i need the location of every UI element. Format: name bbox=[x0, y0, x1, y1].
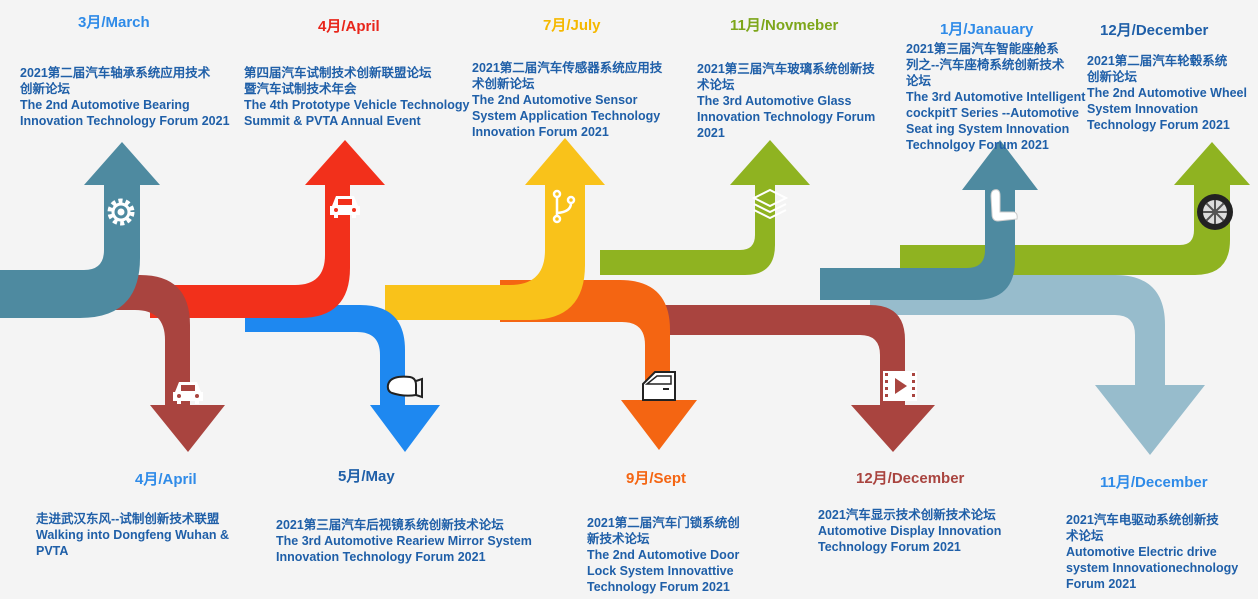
desc-line: Technolgoy Forum 2021 bbox=[906, 138, 1049, 152]
desc-line: The 2nd Automotive Wheel bbox=[1087, 86, 1247, 100]
month-label: 11月/December bbox=[1100, 474, 1208, 491]
month-label: 4月/April bbox=[318, 18, 380, 35]
desc-line: 2021汽车显示技术创新技术论坛 bbox=[818, 508, 996, 522]
door-icon bbox=[642, 371, 676, 401]
gear-icon bbox=[107, 198, 135, 226]
desc-line: Automotive Electric drive bbox=[1066, 545, 1217, 559]
desc-line: 术论坛 bbox=[1066, 529, 1104, 543]
desc-line: The 3rd Automotive Reariew Mirror System bbox=[276, 534, 532, 548]
month-label: 12月/December bbox=[856, 470, 965, 487]
event-description: 2021第二届汽车轮毂系统 创新论坛 The 2nd Automotive Wh… bbox=[1087, 53, 1247, 133]
desc-line: 走进武汉东风--试制创新技术联盟 bbox=[36, 512, 220, 526]
desc-line: 2021第三届汽车玻璃系统创新技 bbox=[697, 62, 875, 76]
arrow-mirror bbox=[245, 305, 440, 452]
arrow-bearing bbox=[0, 142, 160, 318]
desc-line: Innovation Technology Forum 2021 bbox=[20, 114, 230, 128]
wheel-icon bbox=[1197, 194, 1233, 230]
desc-line: The 2nd Automotive Door bbox=[587, 548, 740, 562]
desc-line: 第四届汽车试制技术创新联盟论坛 bbox=[244, 66, 432, 80]
event-description: 走进武汉东风--试制创新技术联盟 Walking into Dongfeng W… bbox=[36, 511, 229, 559]
desc-line: The 4th Prototype Vehicle Technology bbox=[244, 98, 470, 112]
arrow-door bbox=[500, 280, 697, 450]
desc-line: Technology Forum 2021 bbox=[1087, 118, 1230, 132]
desc-line: 2021第二届汽车传感器系统应用技 bbox=[472, 61, 663, 75]
desc-line: Innovation Technology Forum bbox=[697, 110, 876, 124]
arrow-dongfeng bbox=[0, 275, 225, 452]
desc-line: 创新论坛 bbox=[20, 82, 71, 96]
desc-line: 2021汽车电驱动系统创新技 bbox=[1066, 513, 1219, 527]
desc-line: 2021第二届汽车门锁系统创 bbox=[587, 516, 740, 530]
desc-line: 列之--汽车座椅系统创新技术 bbox=[906, 58, 1065, 72]
month-label: 5月/May bbox=[338, 468, 395, 485]
event-description: 2021第三届汽车后视镜系统创新技术论坛 The 3rd Automotive … bbox=[276, 517, 532, 565]
desc-line: Seat ing System Innovation bbox=[906, 122, 1070, 136]
desc-line: The 2nd Automotive Sensor bbox=[472, 93, 638, 107]
event-description: 2021汽车电驱动系统创新技 术论坛 Automotive Electric d… bbox=[1066, 512, 1238, 592]
desc-line: Forum 2021 bbox=[1066, 577, 1137, 591]
arrow-wheel bbox=[900, 142, 1250, 275]
desc-line: 暨汽车试制技术年会 bbox=[244, 82, 357, 96]
desc-line: Technology Forum 2021 bbox=[818, 540, 961, 554]
layers-icon bbox=[751, 188, 789, 220]
event-description: 2021第三届汽车玻璃系统创新技 术论坛 The 3rd Automotive … bbox=[697, 61, 875, 141]
event-description: 2021第二届汽车轴承系统应用技术 创新论坛 The 2nd Automotiv… bbox=[20, 65, 230, 129]
desc-line: Lock System Innovattive bbox=[587, 564, 734, 578]
desc-line: PVTA bbox=[36, 544, 69, 558]
month-label: 7月/July bbox=[543, 17, 601, 34]
desc-line: 2021第二届汽车轮毂系统 bbox=[1087, 54, 1228, 68]
desc-line: 术创新论坛 bbox=[472, 77, 535, 91]
desc-line: The 3rd Automotive Glass bbox=[697, 94, 852, 108]
event-description: 2021第二届汽车门锁系统创 新技术论坛 The 2nd Automotive … bbox=[587, 515, 740, 595]
month-label: 1月/Janauary bbox=[940, 21, 1034, 38]
desc-line: 2021第三届汽车后视镜系统创新技术论坛 bbox=[276, 518, 504, 532]
desc-line: 2021第二届汽车轴承系统应用技术 bbox=[20, 66, 211, 80]
desc-line: Innovation Forum 2021 bbox=[472, 125, 609, 139]
event-description: 2021第二届汽车传感器系统应用技 术创新论坛 The 2nd Automoti… bbox=[472, 60, 662, 140]
desc-line: Innovation Technology Forum 2021 bbox=[276, 550, 486, 564]
arrow-seat bbox=[820, 140, 1038, 300]
desc-line: 创新论坛 bbox=[1087, 70, 1138, 84]
month-label: 12月/December bbox=[1100, 22, 1209, 39]
display-icon bbox=[883, 371, 917, 401]
month-label: 3月/March bbox=[78, 14, 150, 31]
desc-line: The 2nd Automotive Bearing bbox=[20, 98, 190, 112]
event-description: 2021第三届汽车智能座舱系 列之--汽车座椅系统创新技术 论坛 The 3rd… bbox=[906, 41, 1085, 153]
month-label: 9月/Sept bbox=[626, 470, 687, 487]
desc-line: 2021第三届汽车智能座舱系 bbox=[906, 42, 1059, 56]
arrow-display bbox=[650, 305, 935, 452]
desc-line: Automotive Display Innovation bbox=[818, 524, 1002, 538]
mirror-icon bbox=[386, 375, 423, 399]
desc-line: Technology Forum 2021 bbox=[587, 580, 730, 594]
desc-line: 2021 bbox=[697, 126, 725, 140]
desc-line: 术论坛 bbox=[697, 78, 735, 92]
event-description: 第四届汽车试制技术创新联盟论坛 暨汽车试制技术年会 The 4th Protot… bbox=[244, 65, 470, 129]
desc-line: System Application Technology bbox=[472, 109, 661, 123]
desc-line: System Innovation bbox=[1087, 102, 1199, 116]
desc-line: The 3rd Automotive Intelligent bbox=[906, 90, 1086, 104]
car-icon bbox=[330, 196, 360, 218]
desc-line: Walking into Dongfeng Wuhan & bbox=[36, 528, 230, 542]
month-label: 11月/Novmeber bbox=[730, 17, 839, 34]
car-icon bbox=[173, 382, 203, 404]
event-description: 2021汽车显示技术创新技术论坛 Automotive Display Inno… bbox=[818, 507, 1001, 555]
arrow-electric-drive bbox=[870, 275, 1205, 455]
desc-line: 论坛 bbox=[906, 74, 932, 88]
desc-line: system Innovationechnology bbox=[1066, 561, 1239, 575]
desc-line: Summit & PVTA Annual Event bbox=[244, 114, 421, 128]
arrow-sensor bbox=[385, 138, 605, 320]
desc-line: 新技术论坛 bbox=[587, 532, 650, 546]
arrow-glass bbox=[600, 140, 810, 275]
seat-icon bbox=[990, 189, 1018, 222]
arrow-prototype bbox=[150, 140, 385, 318]
sensor-icon bbox=[552, 189, 576, 224]
desc-line: cockpitT Series --Automotive bbox=[906, 106, 1079, 120]
month-label: 4月/April bbox=[135, 471, 197, 488]
